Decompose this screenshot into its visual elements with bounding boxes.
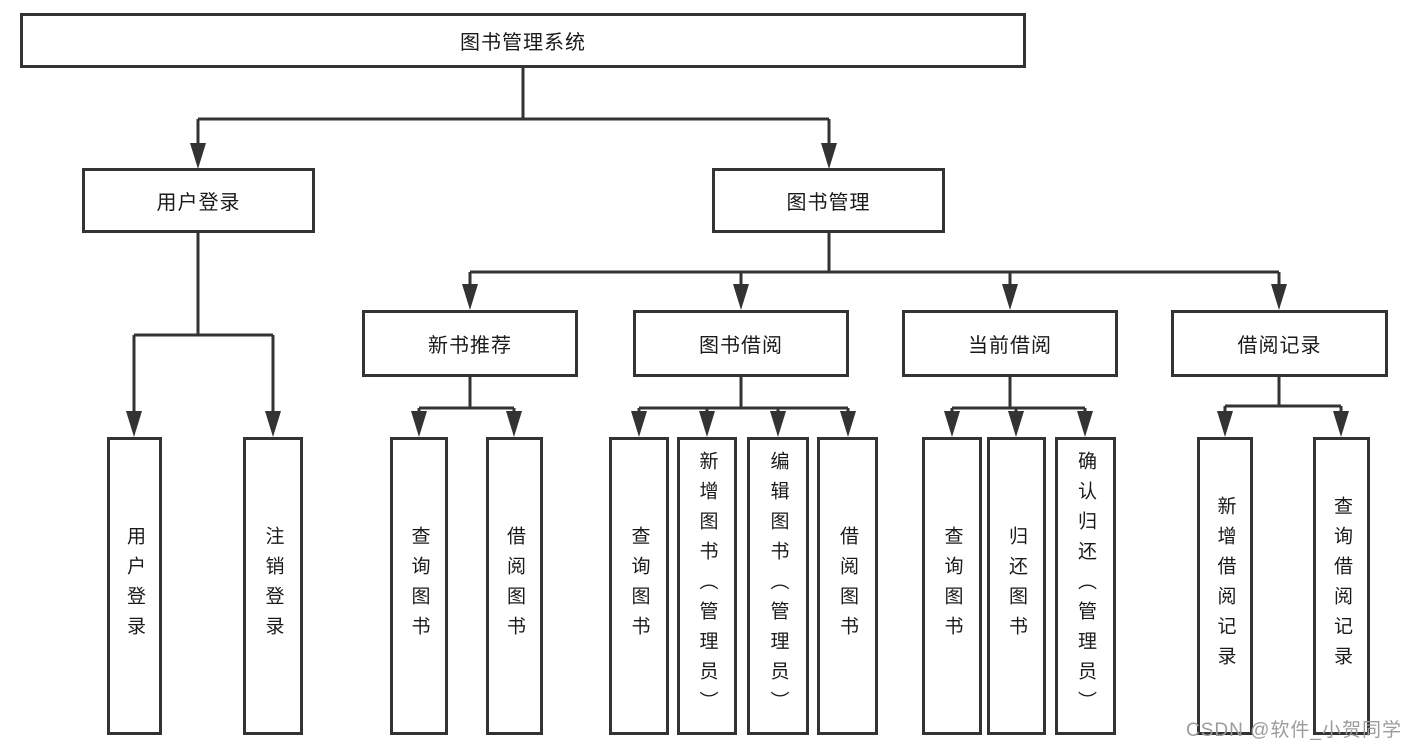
arrow-down-icon (1077, 411, 1093, 437)
node-user-login-leaf: 用户登录 (107, 437, 162, 735)
arrow-down-icon (770, 411, 786, 437)
arrow-down-icon (1008, 411, 1024, 437)
node-user-login-branch: 用户登录 (82, 168, 315, 233)
arrow-down-icon (840, 411, 856, 437)
csdn-watermark: CSDN @软件_小贺同学 (1186, 720, 1402, 741)
node-add-borrow-record: 新增借阅记录 (1197, 437, 1253, 735)
node-add-books-admin: 新增图书（管理员） (677, 437, 737, 735)
node-edit-books-admin: 编辑图书（管理员） (747, 437, 809, 735)
arrow-down-icon (1271, 284, 1287, 310)
arrow-down-icon (462, 284, 478, 310)
node-borrow-books-1: 借阅图书 (486, 437, 543, 735)
arrow-down-icon (190, 143, 206, 169)
arrowheads-group (126, 143, 1349, 437)
arrow-down-icon (411, 411, 427, 437)
arrow-down-icon (699, 411, 715, 437)
node-book-management: 图书管理 (712, 168, 945, 233)
node-new-book-recommend: 新书推荐 (362, 310, 578, 377)
node-query-books-1: 查询图书 (390, 437, 448, 735)
arrow-down-icon (1002, 284, 1018, 310)
arrow-down-icon (733, 284, 749, 310)
node-return-books: 归还图书 (987, 437, 1046, 735)
arrow-down-icon (1333, 411, 1349, 437)
arrow-down-icon (631, 411, 647, 437)
arrow-down-icon (506, 411, 522, 437)
node-borrow-records: 借阅记录 (1171, 310, 1388, 377)
node-query-books-3: 查询图书 (922, 437, 982, 735)
arrow-down-icon (265, 411, 281, 437)
node-query-books-2: 查询图书 (609, 437, 669, 735)
node-current-borrow: 当前借阅 (902, 310, 1118, 377)
node-confirm-return-admin: 确认归还（管理员） (1055, 437, 1116, 735)
node-query-borrow-record: 查询借阅记录 (1313, 437, 1370, 735)
node-library-management-system: 图书管理系统 (20, 13, 1026, 68)
arrow-down-icon (126, 411, 142, 437)
arrow-down-icon (821, 143, 837, 169)
node-borrow-books-2: 借阅图书 (817, 437, 878, 735)
arrow-down-icon (944, 411, 960, 437)
node-logout: 注销登录 (243, 437, 303, 735)
node-book-borrow: 图书借阅 (633, 310, 849, 377)
arrow-down-icon (1217, 411, 1233, 437)
